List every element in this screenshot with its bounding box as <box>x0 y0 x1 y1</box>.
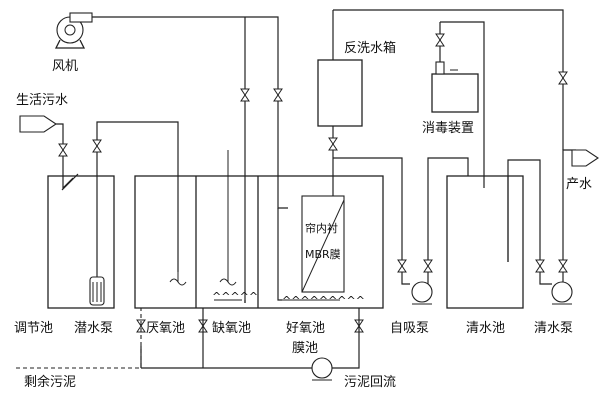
svg-text:^^^^^: ^^^^^ <box>212 290 258 303</box>
disinfection-device <box>431 73 479 113</box>
clear-water-pump-icon <box>551 281 573 305</box>
submersible-pump-label: 潜水泵 <box>74 321 113 336</box>
clear-pump-inlet-valve[interactable] <box>535 259 545 273</box>
disinfection-valve[interactable] <box>435 33 445 47</box>
bio-tank-block <box>134 175 384 309</box>
disinfection-device-label: 消毒装置 <box>422 121 474 136</box>
self-priming-outlet-valve[interactable] <box>423 259 433 273</box>
disinfection-dosing-icon <box>435 61 445 75</box>
fan-icon <box>54 12 93 49</box>
anoxic-mixer-icon <box>219 150 237 286</box>
clear-water-tank <box>446 175 524 309</box>
membrane-label-1: 帘内衬 <box>305 221 338 235</box>
inlet-valve[interactable] <box>58 143 68 157</box>
membrane-tank-label: 膜池 <box>292 341 318 356</box>
submersible-pump-valve[interactable] <box>92 139 102 153</box>
clear-water-pump-label: 清水泵 <box>534 321 573 336</box>
sludge-return-label: 污泥回流 <box>344 375 396 390</box>
aerobic-tank-label: 好氧池 <box>286 321 325 336</box>
backwash-tank <box>317 59 363 127</box>
product-line-valve[interactable] <box>558 71 568 85</box>
backwash-tank-label: 反洗水箱 <box>344 40 396 56</box>
sludge-return-pump-icon <box>311 357 333 381</box>
fan-label: 风机 <box>52 59 78 74</box>
self-priming-pump-icon <box>411 281 433 305</box>
svg-text:^^^^^^^^^: ^^^^^^^^^ <box>282 294 365 307</box>
self-priming-pump-label: 自吸泵 <box>390 321 429 336</box>
aerobic-aerator-icon: ^^^^^^^^^ <box>282 294 365 307</box>
submersible-pump-icon <box>89 276 105 306</box>
backwash-valve[interactable] <box>328 137 338 151</box>
sewage-inlet-icon <box>19 115 57 133</box>
product-water-outlet-icon <box>571 149 599 167</box>
membrane-label-2: MBR膜 <box>305 248 341 261</box>
anaerobic-tank-label: 厌氧池 <box>146 321 185 336</box>
excess-sludge-label: 剩余污泥 <box>24 374 76 390</box>
clear-water-tank-label: 清水池 <box>466 321 505 336</box>
anoxic-tank-label: 缺氧池 <box>212 321 251 336</box>
self-priming-inlet-valve[interactable] <box>397 259 407 273</box>
anaerobic-mixer-icon <box>169 268 187 286</box>
regulating-tank <box>47 175 115 309</box>
anoxic-aerator-icon: ^^^^^ <box>212 290 258 303</box>
air-valve-1[interactable] <box>240 88 250 102</box>
regulating-tank-label: 调节池 <box>14 321 53 336</box>
air-valve-2[interactable] <box>273 88 283 102</box>
domestic-sewage-label: 生活污水 <box>16 93 68 108</box>
clear-pump-outlet-valve[interactable] <box>558 259 568 273</box>
product-water-label: 产水 <box>566 177 592 192</box>
